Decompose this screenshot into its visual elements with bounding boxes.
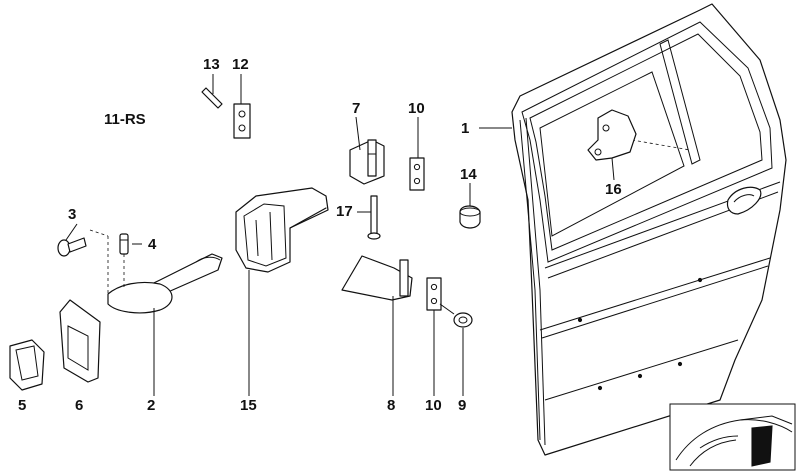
callout-15: 15: [240, 397, 257, 414]
vehicle-locator-thumbnail: [669, 403, 796, 471]
callout-6: 6: [75, 397, 84, 414]
callout-13: 13: [203, 56, 220, 73]
hinge-part-8: [341, 255, 413, 301]
callout-10-lower: 10: [425, 397, 442, 414]
callout-10-upper: 10: [408, 100, 425, 117]
grommet-part-9: [439, 303, 473, 328]
lock-part-15: [235, 187, 329, 273]
plate-part-10-lower: [426, 277, 442, 311]
rear-door-part: [511, 3, 787, 456]
callout-17: 17: [336, 203, 353, 220]
screw-part-3: [57, 237, 87, 257]
bolt-part-17: [367, 195, 381, 240]
callout-5: 5: [18, 397, 27, 414]
callout-8: 8: [387, 397, 396, 414]
bushing-part-14: [459, 205, 481, 229]
plate-part-10-upper: [409, 157, 425, 191]
callout-12: 12: [232, 56, 249, 73]
clip-part-5: [9, 339, 45, 391]
callout-4: 4: [148, 236, 157, 253]
callout-1: 1: [461, 120, 470, 137]
cover-part-6: [59, 299, 101, 383]
callout-16: 16: [605, 181, 622, 198]
callout-7: 7: [352, 100, 361, 117]
callout-14: 14: [460, 166, 477, 183]
callout-3: 3: [68, 206, 77, 223]
plate-part-12: [233, 103, 251, 139]
leader-lines: [65, 74, 615, 396]
pin-part-4: [119, 233, 142, 255]
pin-part-13: [201, 87, 223, 109]
door-check-strap-part-2: [89, 229, 223, 314]
callout-2: 2: [147, 397, 156, 414]
callout-9: 9: [458, 397, 467, 414]
hinge-part-7: [349, 139, 385, 185]
group-label: 11-RS: [104, 111, 146, 128]
